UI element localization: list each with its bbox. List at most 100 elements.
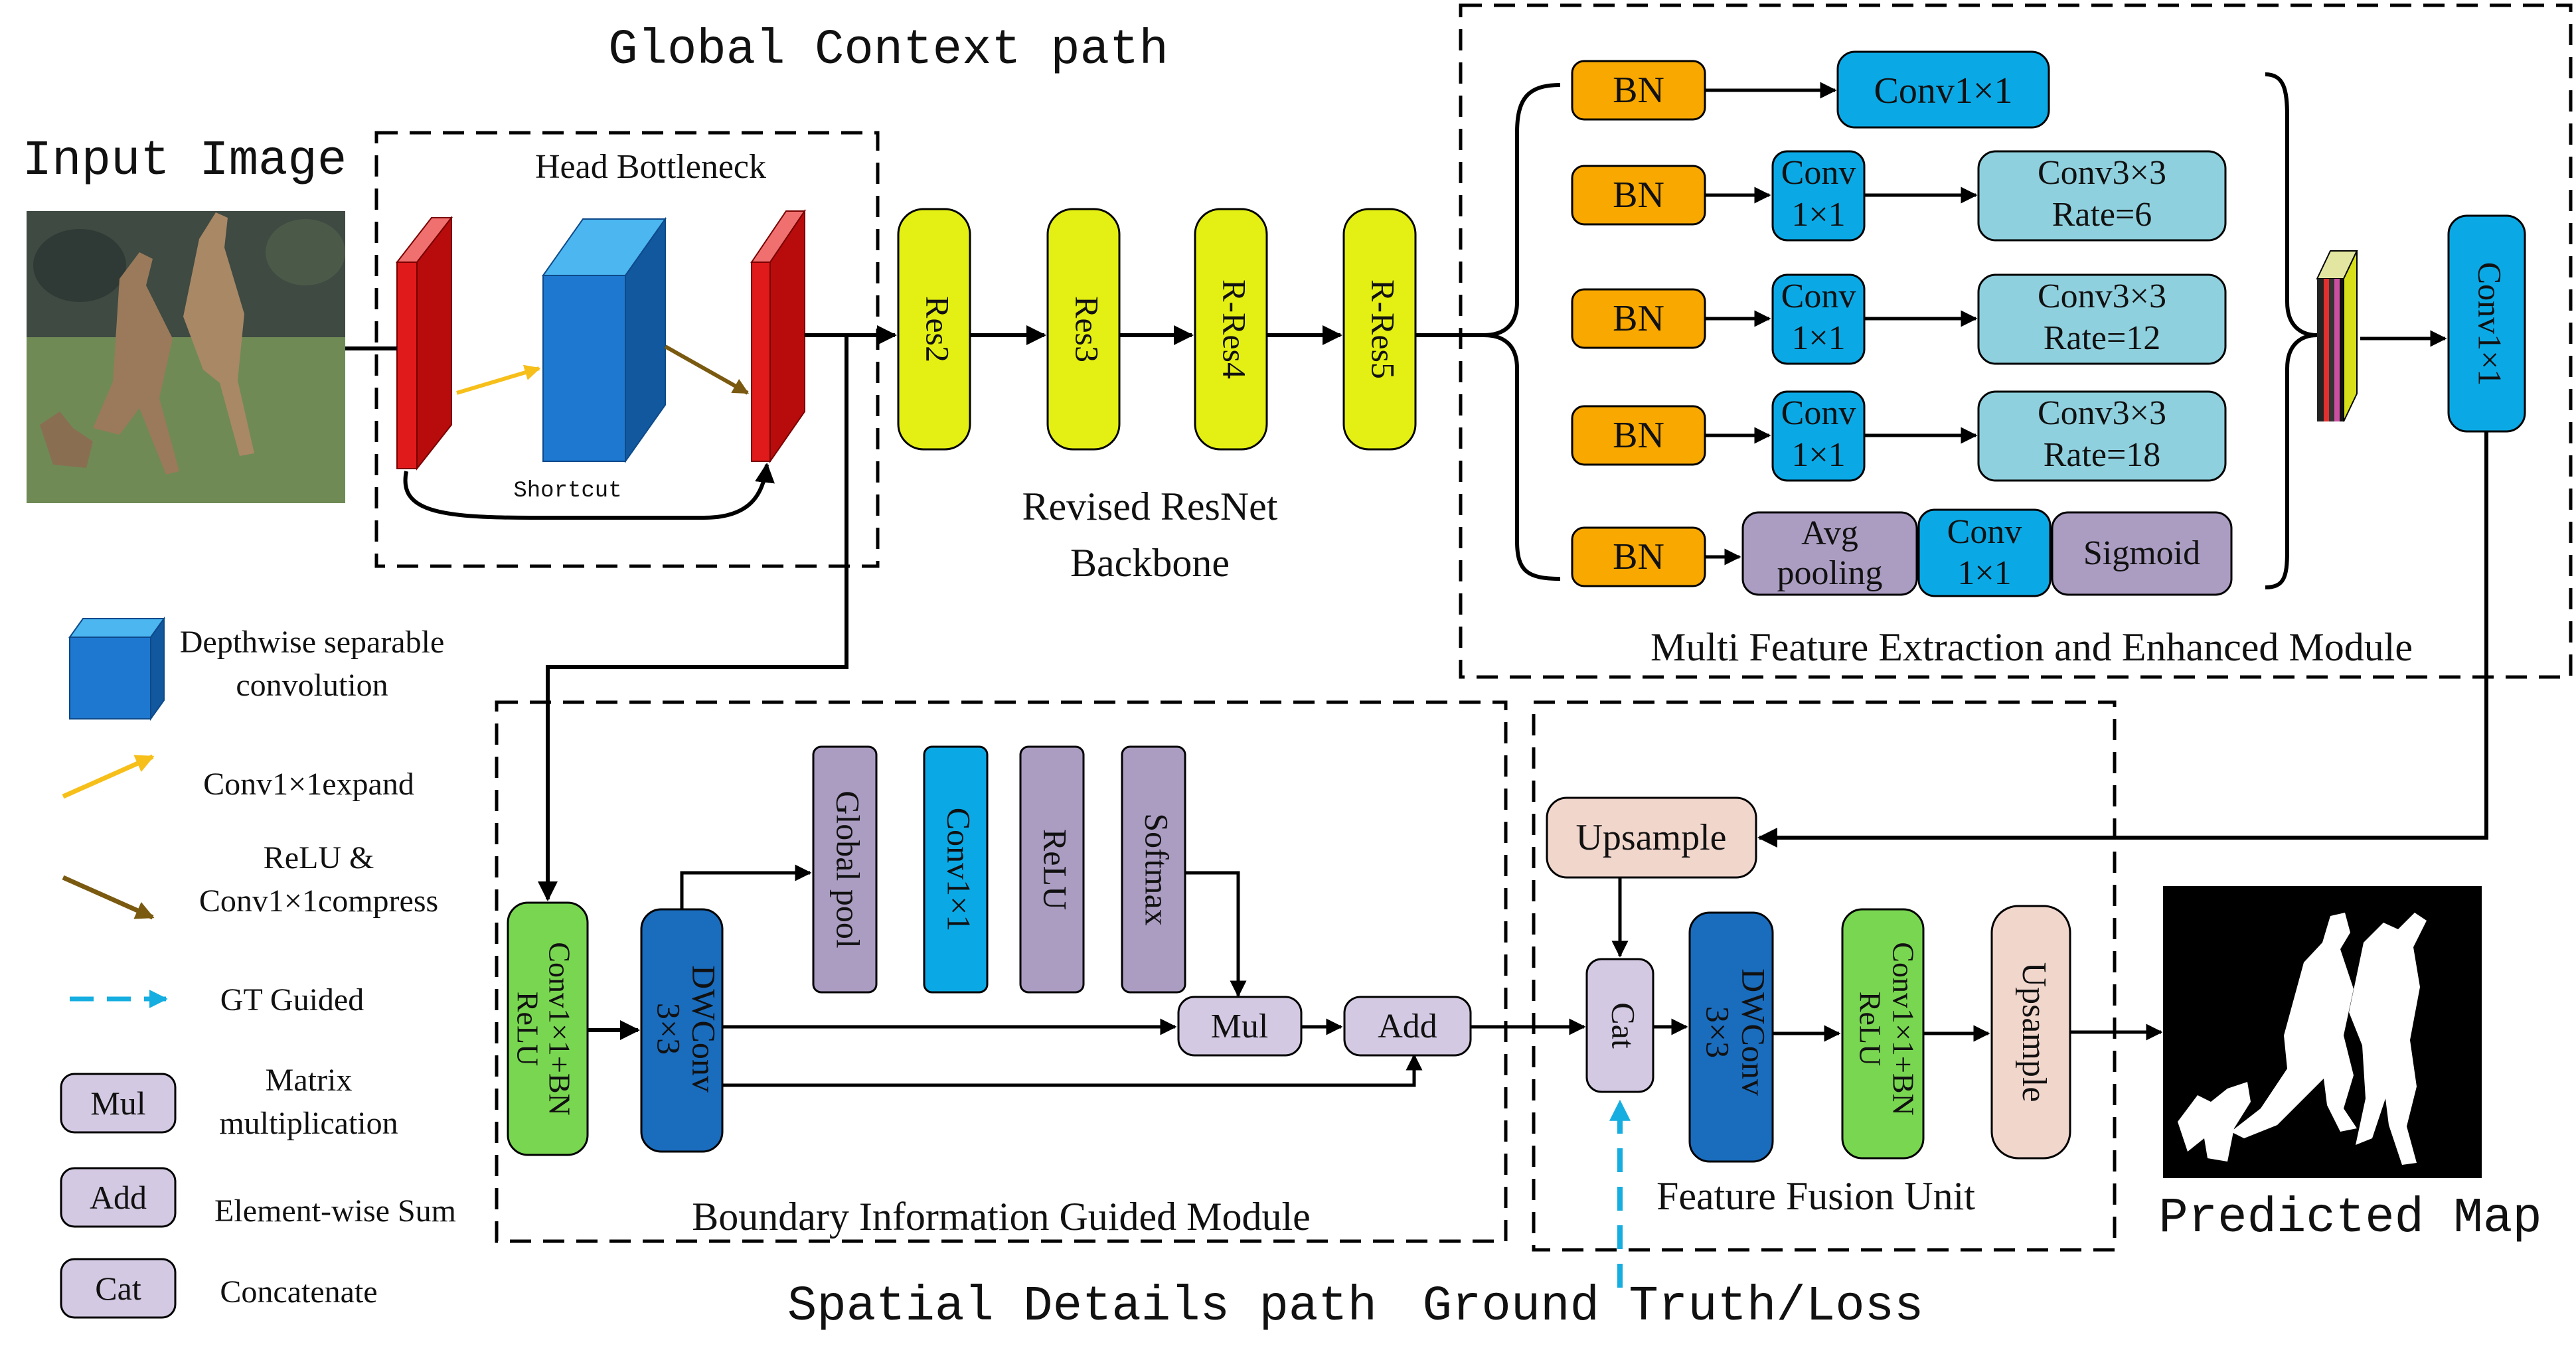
bigm-relu: ReLU (1019, 745, 1085, 994)
legend-gt-label: GT Guided (220, 982, 364, 1018)
bigm-title: Boundary Information Guided Module (692, 1195, 1311, 1239)
mfem-title: Multi Feature Extraction and Enhanced Mo… (1650, 625, 2413, 669)
res2-label: Res2 (920, 296, 957, 362)
avg-pooling-box (1741, 511, 1918, 596)
bn-label: BN (1613, 536, 1664, 577)
legend-mul-desc: Matrix (266, 1063, 353, 1098)
mfem-output-conv: Conv1×1 (2447, 214, 2526, 433)
mfem-branch-5: BN Avg pooling Conv 1×1 Sigmoid (1571, 508, 2233, 597)
svg-text:pooling: pooling (1777, 554, 1883, 592)
bn-label: BN (1613, 70, 1664, 111)
head-bottleneck-title: Head Bottleneck (535, 148, 766, 186)
svg-text:3×3: 3×3 (1700, 1006, 1737, 1058)
svg-text:1×1: 1×1 (1957, 554, 2011, 592)
svg-text:convolution: convolution (236, 668, 388, 703)
conv1x1-box (1836, 50, 2050, 129)
expand-arrow (456, 364, 541, 395)
res3-label: Res3 (1069, 296, 1106, 362)
ffu-dwconv: DWConv 3×3 (1688, 911, 1774, 1163)
conv3x3-box (1977, 390, 2227, 482)
global-path-title: Global Context path (608, 23, 1168, 78)
mfem-to-upsample-arrow (1757, 431, 2488, 848)
svg-text:Conv1×1compress: Conv1×1compress (199, 883, 438, 919)
compress-arrow (664, 344, 750, 395)
svg-text:Conv3×3: Conv3×3 (2038, 154, 2166, 192)
rate-label: Rate=6 (2052, 196, 2152, 234)
predicted-map-image (2163, 886, 2482, 1178)
bigm-dwconv: DWConv 3×3 (640, 908, 724, 1153)
backbone-stage-r-res4: R-Res4 (1194, 208, 1268, 451)
predicted-map-title: Predicted Map (2158, 1191, 2541, 1247)
svg-text:Conv3×3: Conv3×3 (2038, 277, 2166, 315)
legend-depthwise-cube-icon (68, 616, 165, 721)
bigm-softmax: Softmax (1121, 745, 1186, 994)
r-res5-label: R-Res5 (1365, 279, 1402, 379)
head-bottleneck-box (374, 131, 880, 568)
backbone-stage-r-res5: R-Res5 (1342, 208, 1417, 451)
svg-text:Upsample: Upsample (2015, 962, 2053, 1102)
ground-truth-title: Ground Truth/Loss (1423, 1279, 1924, 1335)
svg-text:Conv1×1+BN: Conv1×1+BN (542, 942, 576, 1115)
bigm-box (495, 700, 1508, 1243)
mfem-left-brace (1483, 83, 1561, 581)
bn-label: BN (1613, 415, 1664, 456)
bigm-conv-bn-relu: Conv1×1+BN ReLU (507, 901, 589, 1156)
bigm-conv1x1: Conv1×1 (923, 745, 989, 994)
svg-text:Conv: Conv (1781, 394, 1856, 432)
concat-feature-stack (2316, 250, 2358, 422)
mfem-branch-4: BN Conv 1×1 Conv3×3 Rate=18 (1571, 390, 2227, 482)
rate-label: Rate=12 (2044, 319, 2161, 357)
rate-label: Rate=18 (2044, 436, 2161, 474)
legend-cat-desc: Concatenate (220, 1274, 377, 1310)
svg-text:ReLU: ReLU (1037, 829, 1074, 910)
svg-text:Softmax: Softmax (1139, 813, 1176, 925)
svg-text:multiplication: multiplication (219, 1106, 398, 1141)
mfem-branch-3: BN Conv 1×1 Conv3×3 Rate=12 (1571, 273, 2227, 365)
ffu-title: Feature Fusion Unit (1656, 1174, 1975, 1218)
svg-text:Conv: Conv (1781, 277, 1856, 315)
legend-mul-box (60, 1073, 177, 1134)
backbone-caption-line2: Backbone (1070, 541, 1230, 585)
shortcut-arrow (403, 463, 775, 520)
input-image (27, 211, 345, 503)
branch-to-bigm-arrow (538, 335, 848, 901)
svg-text:Conv: Conv (1947, 513, 2022, 551)
output-feature-block (750, 208, 806, 464)
bigm-mul: Mul (1177, 996, 1303, 1057)
svg-text:Conv3×3: Conv3×3 (2038, 394, 2166, 432)
mfem-branch-2: BN Conv 1×1 Conv3×3 Rate=6 (1571, 150, 2227, 242)
conv1x1-label: Conv1×1 (1874, 70, 2013, 112)
svg-text:Mul: Mul (1211, 1008, 1269, 1045)
conv-box (1917, 508, 2052, 597)
input-feature-block (395, 216, 453, 471)
svg-text:ReLU: ReLU (1853, 992, 1887, 1066)
legend-compress-arrow-icon (62, 875, 155, 920)
bigm-add: Add (1343, 996, 1472, 1057)
legend-expand-label: Conv1×1expand (203, 767, 414, 802)
legend-dws-label: Depthwise separable (180, 625, 445, 660)
depthwise-conv-block (542, 216, 667, 464)
mfem-branch-1: BN Conv1×1 (1571, 50, 2050, 129)
legend: Depthwise separable convolution Conv1×1e… (60, 616, 456, 1319)
bn-label: BN (1613, 298, 1664, 339)
sigmoid-box (2051, 511, 2233, 596)
sigmoid-label: Sigmoid (2083, 534, 2200, 572)
svg-text:Add: Add (90, 1179, 147, 1216)
shortcut-label: Shortcut (513, 479, 621, 504)
svg-text:Cat: Cat (95, 1270, 141, 1307)
svg-text:1×1: 1×1 (1791, 196, 1845, 234)
svg-text:Upsample: Upsample (1575, 817, 1726, 858)
ffu-cat: Cat (1585, 958, 1654, 1093)
svg-text:1×1: 1×1 (1791, 436, 1845, 474)
svg-text:Mul: Mul (90, 1085, 145, 1122)
svg-text:DWConv: DWConv (686, 965, 723, 1093)
svg-text:Conv1×1+BN: Conv1×1+BN (1886, 942, 1920, 1115)
svg-text:Avg: Avg (1801, 514, 1858, 552)
legend-compress-label: ReLU & (264, 840, 374, 875)
ffu-upsample-vertical: Upsample (1990, 905, 2071, 1160)
conv3x3-box (1977, 273, 2227, 365)
svg-text:Global pool: Global pool (830, 791, 867, 948)
bigm-global-pool: Global pool (812, 745, 878, 994)
